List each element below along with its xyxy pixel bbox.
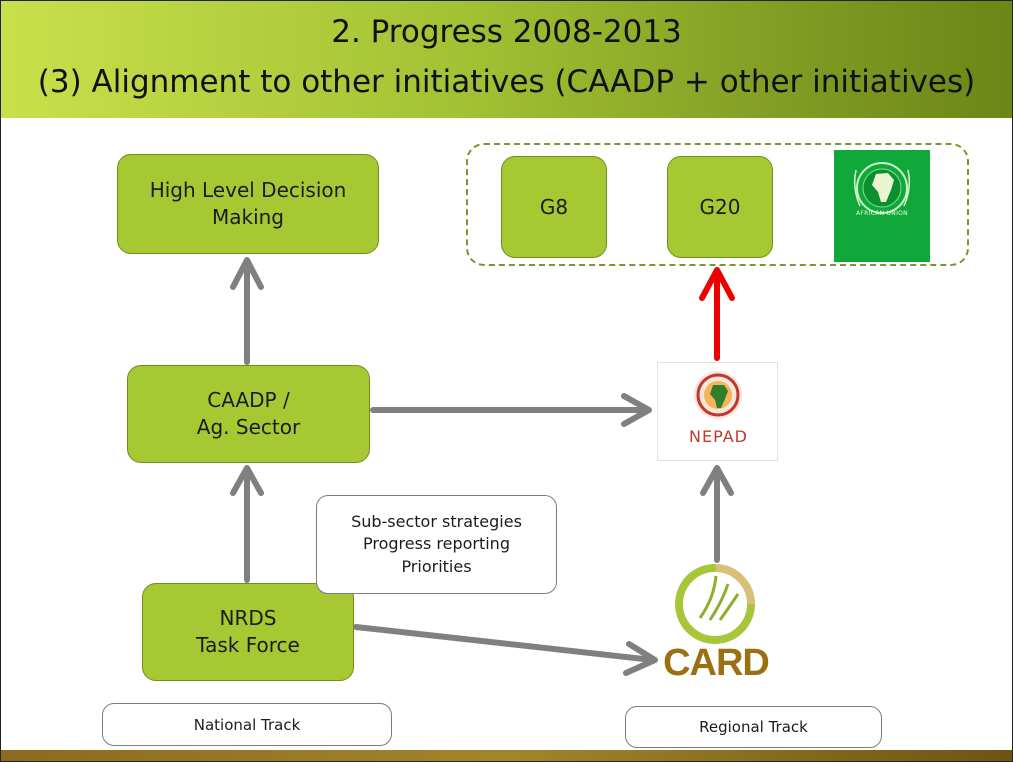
arrow-nepad-to-g20 [699,267,735,361]
international-group [466,143,969,266]
strategies-text: Sub-sector strategies Progress reporting… [351,511,522,576]
arrow-caadp-to-highlevel [230,257,264,365]
arrow-nrds-to-card [353,624,658,676]
nepad-label: NEPAD [689,427,748,446]
regional-track-text: Regional Track [699,718,808,736]
regional-track-label: Regional Track [625,706,882,748]
card-logo: CARD [652,558,780,688]
nepad-emblem-icon [694,371,742,419]
high-level-decision-node: High Level Decision Making [117,154,379,254]
national-track-text: National Track [193,715,301,734]
national-track-label: National Track [102,703,392,746]
card-label: CARD [663,642,770,684]
arrow-nrds-to-caadp [230,465,264,583]
card-emblem-icon [675,563,755,644]
slide-subtitle: (3) Alignment to other initiatives (CAAD… [37,64,976,100]
nepad-logo: NEPAD [657,362,778,461]
footer-bar [0,750,1013,762]
african-union-logo: AFRICAN UNION [834,150,930,262]
nrds-node: NRDS Task Force [142,583,354,681]
strategies-callout: Sub-sector strategies Progress reporting… [316,495,557,594]
g20-node: G20 [667,156,773,258]
arrow-card-to-nepad [700,465,734,563]
title-banner: 2. Progress 2008-2013 (3) Alignment to o… [0,0,1013,118]
slide-title: 2. Progress 2008-2013 [331,14,682,50]
g8-node: G8 [501,156,607,258]
arrow-caadp-to-nepad [370,393,652,427]
au-emblem-icon [853,162,911,214]
au-label: AFRICAN UNION [856,210,908,217]
caadp-node: CAADP / Ag. Sector [127,365,370,463]
